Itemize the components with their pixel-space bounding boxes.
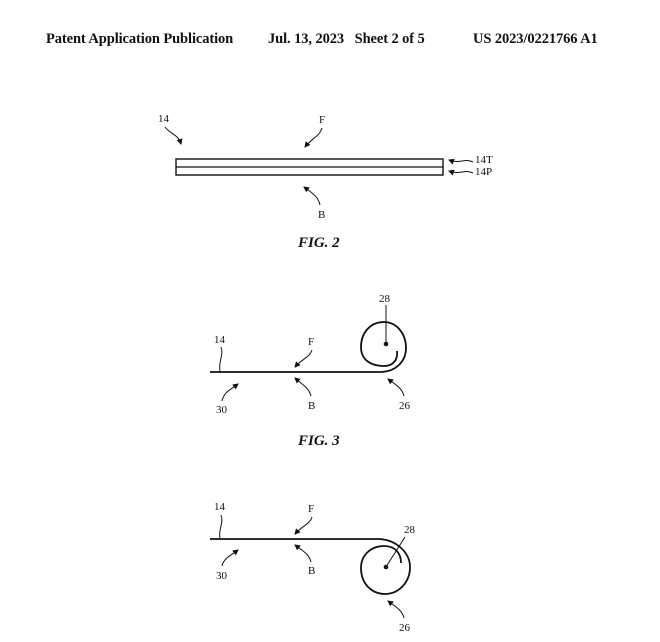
label-B: B [318,209,325,221]
caption-fig-3: FIG. 3 [297,433,340,449]
leader-arrow-icon [294,377,312,397]
leader-arrow-icon [387,378,405,397]
leader-line [385,536,406,568]
rolled-sheet [210,321,407,373]
leader-arrow-icon [448,158,474,165]
figure-3: 28 14 F B 30 26 FIG. 3 [210,293,411,449]
leader-arrow-icon [387,600,405,619]
caption-fig-2: FIG. 2 [297,235,340,251]
label-14P: 14P [475,166,492,178]
leader-arrow-icon [448,169,474,176]
label-14: 14 [214,334,226,346]
label-B: B [308,565,315,577]
leader-arrow-icon [294,516,313,535]
label-26: 26 [399,400,411,412]
leader-arrow-icon [164,126,183,145]
leader-arrow-icon [304,127,323,148]
label-30: 30 [216,570,228,582]
label-30: 30 [216,404,228,416]
label-F: F [319,114,325,126]
leader-line [219,514,223,539]
figure-2: 14 F B 14T 14P FIG. 2 [158,113,493,251]
label-14: 14 [158,113,170,125]
header-publication: Patent Application Publication [46,31,234,47]
label-F: F [308,503,314,515]
label-28: 28 [379,293,391,305]
leader-line [219,346,223,372]
label-B: B [308,400,315,412]
leader-arrow-icon [221,383,239,402]
label-F: F [308,336,314,348]
header-date-sheet: Jul. 13, 2023 Sheet 2 of 5 [268,31,425,47]
label-28: 28 [404,524,416,536]
leader-arrow-icon [221,549,239,567]
leader-arrow-icon [294,349,313,368]
header-patent-number: US 2023/0221766 A1 [473,31,598,47]
label-26: 26 [399,622,411,634]
rolled-sheet [210,538,411,595]
leader-arrow-icon [303,186,321,206]
label-14T: 14T [475,154,493,166]
leader-arrow-icon [294,544,312,563]
label-14: 14 [214,501,226,513]
figure-4: 28 14 F B 30 26 [210,501,416,634]
